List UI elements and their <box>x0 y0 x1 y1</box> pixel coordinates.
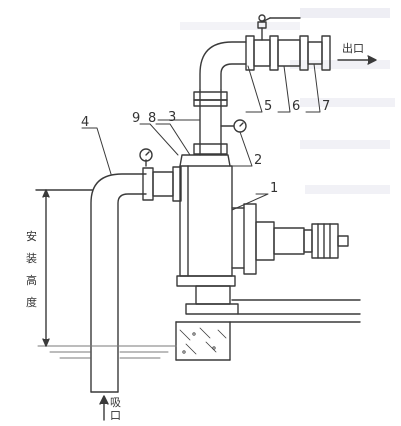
motor-assembly <box>255 221 349 261</box>
callout-8: 8 <box>148 111 156 126</box>
height-label-char-4: 度 <box>26 295 37 309</box>
leader-lines <box>81 63 321 211</box>
callout-7: 7 <box>322 99 330 114</box>
water-surface <box>37 345 177 359</box>
suction-pipe <box>90 166 182 393</box>
discharge-gauge <box>220 119 247 133</box>
foundation <box>175 299 361 361</box>
pump-body <box>176 154 257 315</box>
callout-6: 6 <box>292 99 300 114</box>
height-label-char-1: 安 <box>26 229 37 243</box>
callout-1: 1 <box>270 181 278 196</box>
height-label-char-2: 装 <box>26 252 37 265</box>
background-show-through <box>180 8 395 194</box>
suction-gauge <box>139 148 153 167</box>
inlet-label-char-2: 口 <box>110 409 121 422</box>
height-dimension <box>35 189 93 347</box>
callout-labels: 4 8 9 3 1 2 5 6 7 <box>81 99 330 196</box>
callout-2: 2 <box>254 153 262 168</box>
text-labels: 出口 吸 口 安 装 高 度 <box>26 41 364 422</box>
callout-3-visible: 3 <box>168 110 176 125</box>
discharge-riser <box>193 41 247 156</box>
height-label-char-3: 高 <box>26 273 37 287</box>
outlet-valve-assembly <box>245 14 331 71</box>
callout-9: 9 <box>132 111 140 126</box>
outlet-arrow <box>337 55 377 65</box>
outlet-label: 出口 <box>342 41 364 55</box>
inlet-label-char-1: 吸 <box>110 396 121 409</box>
callout-5: 5 <box>264 99 272 114</box>
inlet-arrow <box>99 395 109 421</box>
callout-4: 4 <box>81 115 89 130</box>
